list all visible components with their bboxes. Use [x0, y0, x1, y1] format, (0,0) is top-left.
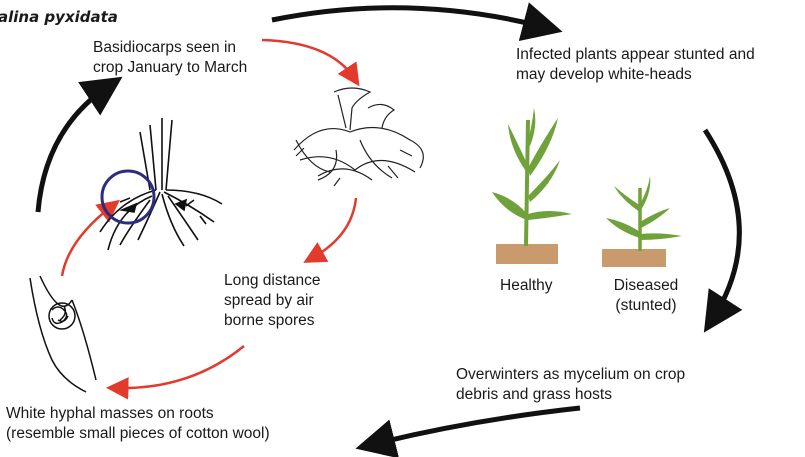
arrow-left: [38, 85, 110, 212]
hyphal-mass-illustration: [30, 276, 96, 392]
red-arrow-hyphae: [116, 346, 244, 388]
label-long-distance-spread: Long distance spread by air borne spores: [224, 271, 321, 331]
label-healthy: Healthy: [500, 276, 553, 296]
red-arrow-basidiocarps: [262, 40, 354, 78]
label-hyphal-masses: White hyphal masses on roots (resemble s…: [6, 404, 270, 444]
plant-roots-illustration: [100, 118, 222, 250]
infection-site-circle: [102, 171, 154, 223]
label-diseased: Diseased (stunted): [604, 276, 688, 316]
label-overwinters: Overwinters as mycelium on crop debris a…: [456, 365, 685, 405]
basidiocarp-illustration: [294, 88, 423, 186]
pathogen-title: alina pyxidata: [0, 8, 118, 26]
label-infected-plants: Infected plants appear stunted and may d…: [516, 45, 755, 85]
red-arrow-spores: [312, 198, 356, 258]
red-arrow-roots: [62, 206, 112, 276]
arrow-right: [705, 130, 739, 320]
diseased-plant-icon: [602, 176, 682, 267]
arrow-top: [272, 8, 548, 28]
arrow-bottom: [370, 408, 580, 445]
healthy-plant-icon: [492, 108, 572, 264]
label-basidiocarps: Basidiocarps seen in crop January to Mar…: [93, 38, 247, 78]
